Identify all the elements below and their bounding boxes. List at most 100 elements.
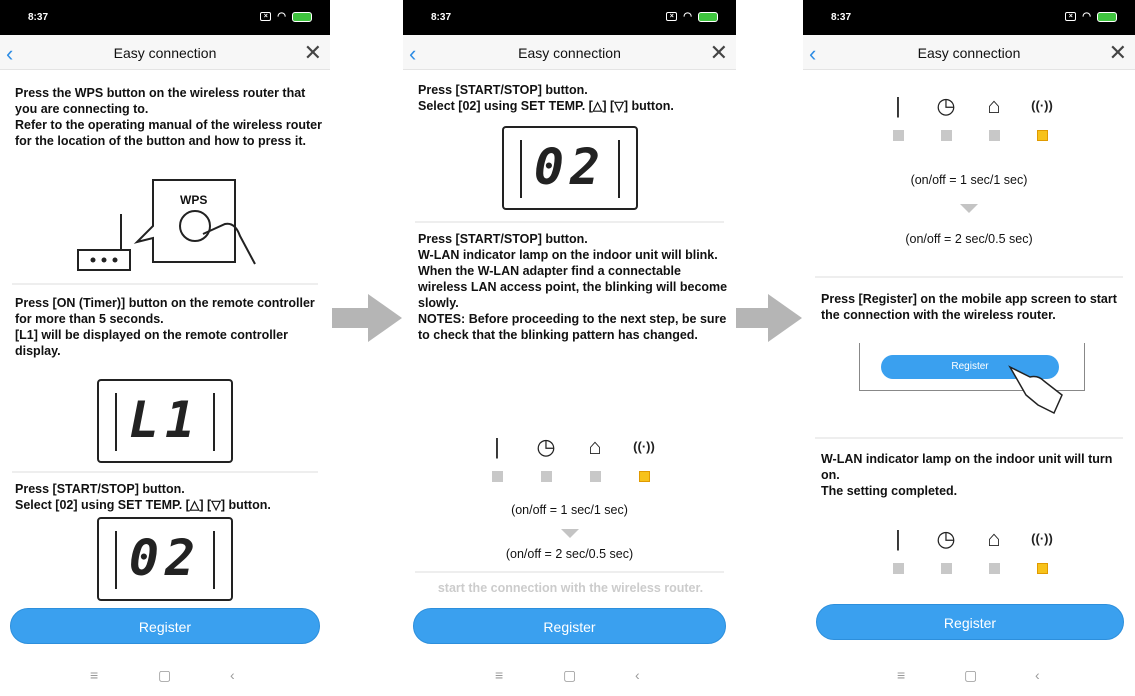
content-scroll[interactable]: Press the WPS button on the wireless rou… bbox=[0, 71, 330, 655]
timer-icon: ◷ bbox=[936, 526, 956, 551]
home-icon[interactable]: ▢ bbox=[964, 667, 978, 683]
battery-icon bbox=[698, 11, 718, 22]
register-button[interactable]: Register bbox=[413, 608, 726, 644]
status-time: 8:37 bbox=[831, 12, 852, 23]
blink-pattern: (on/off = 1 sec/1 sec) bbox=[910, 173, 1028, 187]
filter-icon: ⌂ bbox=[987, 93, 1001, 118]
status-time: 8:37 bbox=[28, 12, 49, 23]
lamp-off bbox=[940, 130, 952, 141]
battery-icon bbox=[292, 11, 312, 22]
wlan-icon: ((·)) bbox=[1031, 98, 1053, 113]
divider bbox=[12, 471, 318, 473]
close-icon[interactable]: ✕ bbox=[1108, 40, 1127, 65]
lamp-off bbox=[892, 563, 904, 574]
menu-icon[interactable]: ≡ bbox=[90, 667, 99, 683]
down-triangle-icon bbox=[560, 529, 579, 538]
back-icon[interactable]: ‹ bbox=[6, 41, 14, 66]
back-icon[interactable]: ‹ bbox=[809, 41, 817, 66]
divider bbox=[12, 283, 318, 285]
display-value: L1 bbox=[128, 391, 202, 449]
divider bbox=[415, 221, 724, 223]
nav-back-icon[interactable]: ‹ bbox=[230, 667, 235, 683]
register-button[interactable]: Register bbox=[10, 608, 320, 644]
divider bbox=[415, 571, 724, 573]
status-bar: 8:37×◠ bbox=[403, 0, 736, 35]
status-bar: 8:37 × ◠ bbox=[0, 0, 330, 35]
lamp-on bbox=[1036, 563, 1048, 574]
step-text: Press [START/STOP] button. Select [02] u… bbox=[418, 83, 674, 113]
step-text: Press the WPS button on the wireless rou… bbox=[15, 86, 323, 148]
page-title: Easy connection bbox=[113, 45, 217, 61]
step-text: Press [START/STOP] button. Select [02] u… bbox=[15, 482, 271, 512]
display-value: 02 bbox=[128, 529, 202, 587]
system-nav-bar: ≡ ▢ ‹ bbox=[0, 655, 330, 696]
indicator-lamps: | ◷ ⌂ ((·)) bbox=[883, 523, 1073, 588]
back-icon[interactable]: ‹ bbox=[409, 41, 417, 66]
wifi-icon: ◠ bbox=[277, 11, 286, 22]
phone-screen-2: 8:37×◠ ‹ Easy connection ✕ Press [START/ST… bbox=[403, 0, 736, 696]
wifi-icon: ◠ bbox=[683, 11, 692, 22]
divider bbox=[815, 276, 1123, 278]
battery-icon bbox=[1097, 11, 1117, 22]
nav-back-icon[interactable]: ‹ bbox=[635, 667, 640, 683]
page-title: Easy connection bbox=[518, 45, 621, 61]
lamp-off bbox=[589, 471, 601, 482]
power-icon: | bbox=[895, 93, 901, 118]
timer-icon: ◷ bbox=[936, 93, 956, 118]
sim-icon: × bbox=[1065, 12, 1077, 21]
tapping-hand-icon bbox=[1008, 365, 1063, 415]
lamp-off bbox=[491, 471, 503, 482]
sim-icon: × bbox=[260, 12, 272, 21]
step-text: Press [START/STOP] button. W-LAN indicat… bbox=[418, 232, 728, 342]
content-scroll[interactable]: | ◷ ⌂ ((·)) (on/off = 1 sec/1 sec) (on/o… bbox=[803, 71, 1135, 655]
system-nav-bar: ≡ ▢ ‹ bbox=[803, 655, 1135, 696]
menu-icon[interactable]: ≡ bbox=[897, 667, 906, 683]
content-scroll[interactable]: Press [START/STOP] button. Select [02] u… bbox=[403, 71, 736, 655]
wps-router-illustration bbox=[77, 179, 256, 271]
lamp-off bbox=[540, 471, 552, 482]
blink-pattern: (on/off = 2 sec/0.5 sec) bbox=[905, 232, 1033, 246]
lamp-off bbox=[892, 130, 904, 141]
timer-icon: ◷ bbox=[536, 434, 556, 459]
phone-screen-3: 8:37 × ◠ ‹ Easy connection ✕ | ◷ ⌂ ((·)) (on… bbox=[803, 0, 1135, 696]
down-triangle-icon bbox=[960, 204, 978, 213]
close-icon[interactable]: ✕ bbox=[303, 40, 322, 65]
lamp-blinking bbox=[638, 471, 650, 482]
register-button[interactable]: Register bbox=[816, 604, 1124, 640]
step-text: W-LAN indicator lamp on the indoor unit … bbox=[821, 452, 1113, 498]
status-time: 8:37 bbox=[431, 12, 452, 23]
lamp-off bbox=[940, 563, 952, 574]
display-value: 02 bbox=[533, 138, 607, 196]
filter-icon: ⌂ bbox=[987, 526, 1001, 551]
system-nav-bar: ≡ ▢ ‹ bbox=[403, 655, 736, 696]
next-step-arrow-icon bbox=[332, 294, 402, 342]
lamp-blinking bbox=[1036, 130, 1048, 141]
wlan-icon: ((·)) bbox=[633, 439, 655, 454]
wifi-icon: ◠ bbox=[1082, 11, 1091, 22]
status-bar: 8:37 × ◠ bbox=[803, 0, 1135, 35]
app-header: ‹ Easy connection ✕ bbox=[803, 35, 1135, 70]
app-header: ‹ Easy connection ✕ bbox=[0, 35, 330, 70]
menu-icon[interactable]: ≡ bbox=[495, 667, 504, 683]
close-icon[interactable]: ✕ bbox=[709, 40, 728, 65]
page-title: Easy connection bbox=[917, 45, 1021, 61]
wps-label: WPS bbox=[180, 193, 208, 207]
app-screen-illustration bbox=[859, 343, 1085, 391]
faded-text: start the connection with the wireless r… bbox=[437, 581, 704, 595]
home-icon[interactable]: ▢ bbox=[563, 667, 577, 683]
filter-icon: ⌂ bbox=[588, 434, 602, 459]
wlan-icon: ((·)) bbox=[1031, 531, 1053, 546]
lamp-off bbox=[988, 130, 1000, 141]
app-header: ‹ Easy connection ✕ bbox=[403, 35, 736, 70]
indicator-lamps: | ◷ ⌂ ((·)) bbox=[482, 431, 672, 496]
nav-back-icon[interactable]: ‹ bbox=[1035, 667, 1040, 683]
home-icon[interactable]: ▢ bbox=[158, 667, 172, 683]
next-step-arrow-icon bbox=[736, 294, 802, 342]
illustration-register-button: Register bbox=[881, 355, 1059, 379]
divider bbox=[815, 437, 1123, 439]
indicator-lamps: | ◷ ⌂ ((·)) bbox=[883, 90, 1073, 155]
lamp-off bbox=[988, 563, 1000, 574]
step-text: Press [ON (Timer)] button on the remote … bbox=[15, 296, 315, 358]
remote-display: 02 bbox=[97, 517, 233, 601]
phone-screen-1: 8:37 × ◠ ‹ Easy connection ✕ Press the WPS b… bbox=[0, 0, 330, 696]
